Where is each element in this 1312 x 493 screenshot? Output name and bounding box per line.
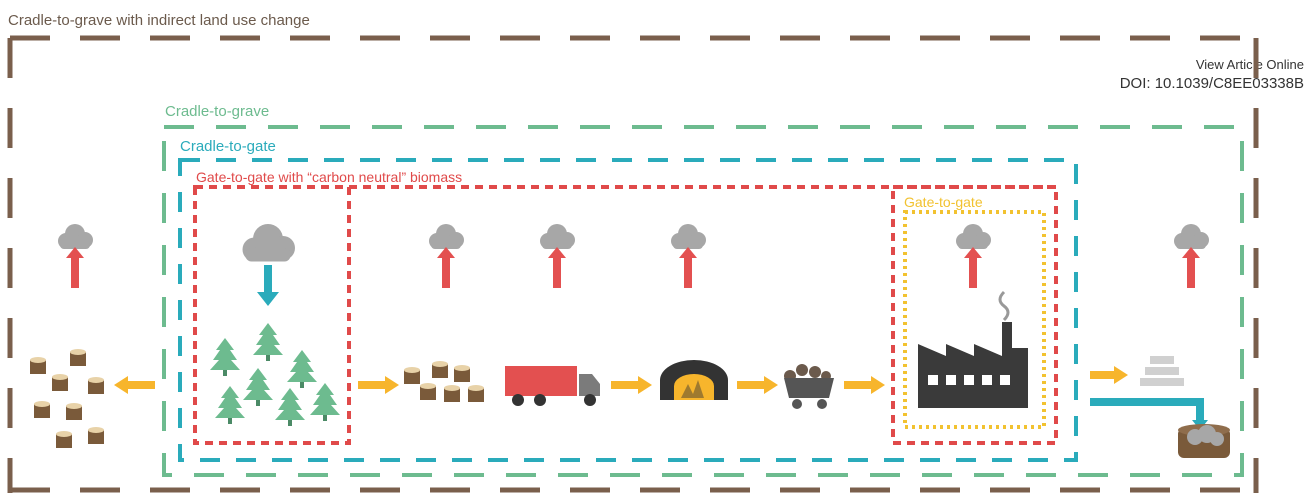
stump-icon <box>432 361 448 378</box>
waste-flow-line <box>1090 402 1200 424</box>
cradle-to-grave-boundary <box>164 127 1242 475</box>
stump-icon <box>34 401 50 418</box>
emission-cloud-icon <box>540 224 575 249</box>
emission-cloud-icon <box>671 224 706 249</box>
stump-icon <box>454 365 470 382</box>
flow-arrow-icon <box>611 376 652 394</box>
stump-icon <box>420 383 436 400</box>
emission-arrow-icon <box>964 247 982 288</box>
stump-icon <box>468 385 484 402</box>
emission-cloud-icon <box>58 224 93 249</box>
tree-icon <box>210 338 240 376</box>
emission-cloud-icon <box>956 224 991 249</box>
harvest-stumps-group <box>404 361 484 402</box>
emission-arrow-icon <box>437 247 455 288</box>
uptake-arrow-icon <box>257 265 279 306</box>
tree-icon <box>310 383 340 421</box>
landfill-icon <box>1178 424 1230 458</box>
stump-icon <box>404 367 420 384</box>
emission-arrow-icon <box>1182 247 1200 288</box>
left-stumps-group <box>30 349 104 448</box>
truck-icon <box>505 366 600 406</box>
flow-arrow-icon <box>1090 366 1128 384</box>
flow-arrow-icon <box>358 376 399 394</box>
emission-arrow-icon <box>548 247 566 288</box>
outer-boundary <box>10 38 1256 493</box>
flow-arrow-icon <box>844 376 885 394</box>
uptake-cloud-icon <box>243 224 296 262</box>
emission-arrow-icon <box>66 247 84 288</box>
product-stack-icon <box>1140 356 1184 386</box>
stump-icon <box>70 349 86 366</box>
emission-group <box>58 224 1209 249</box>
tree-icon <box>215 386 245 424</box>
tree-icon <box>275 388 305 426</box>
emission-arrow-icon <box>679 247 697 288</box>
emission-cloud-icon <box>1174 224 1209 249</box>
stump-icon <box>52 374 68 391</box>
flow-arrow-icon <box>737 376 778 394</box>
tree-icon <box>253 323 283 361</box>
stump-icon <box>444 385 460 402</box>
stump-icon <box>88 377 104 394</box>
stump-icon <box>88 427 104 444</box>
kiln-icon <box>660 360 728 400</box>
tree-icon <box>287 350 317 388</box>
emission-arrow-group <box>66 247 1200 288</box>
emission-cloud-icon <box>429 224 464 249</box>
stump-icon <box>30 357 46 374</box>
flow-arrow-icon <box>114 376 155 394</box>
forest-group <box>210 323 340 426</box>
factory-icon <box>918 292 1028 408</box>
stump-icon <box>56 431 72 448</box>
stump-icon <box>66 403 82 420</box>
tree-icon <box>243 368 273 406</box>
cart-icon <box>784 364 834 409</box>
